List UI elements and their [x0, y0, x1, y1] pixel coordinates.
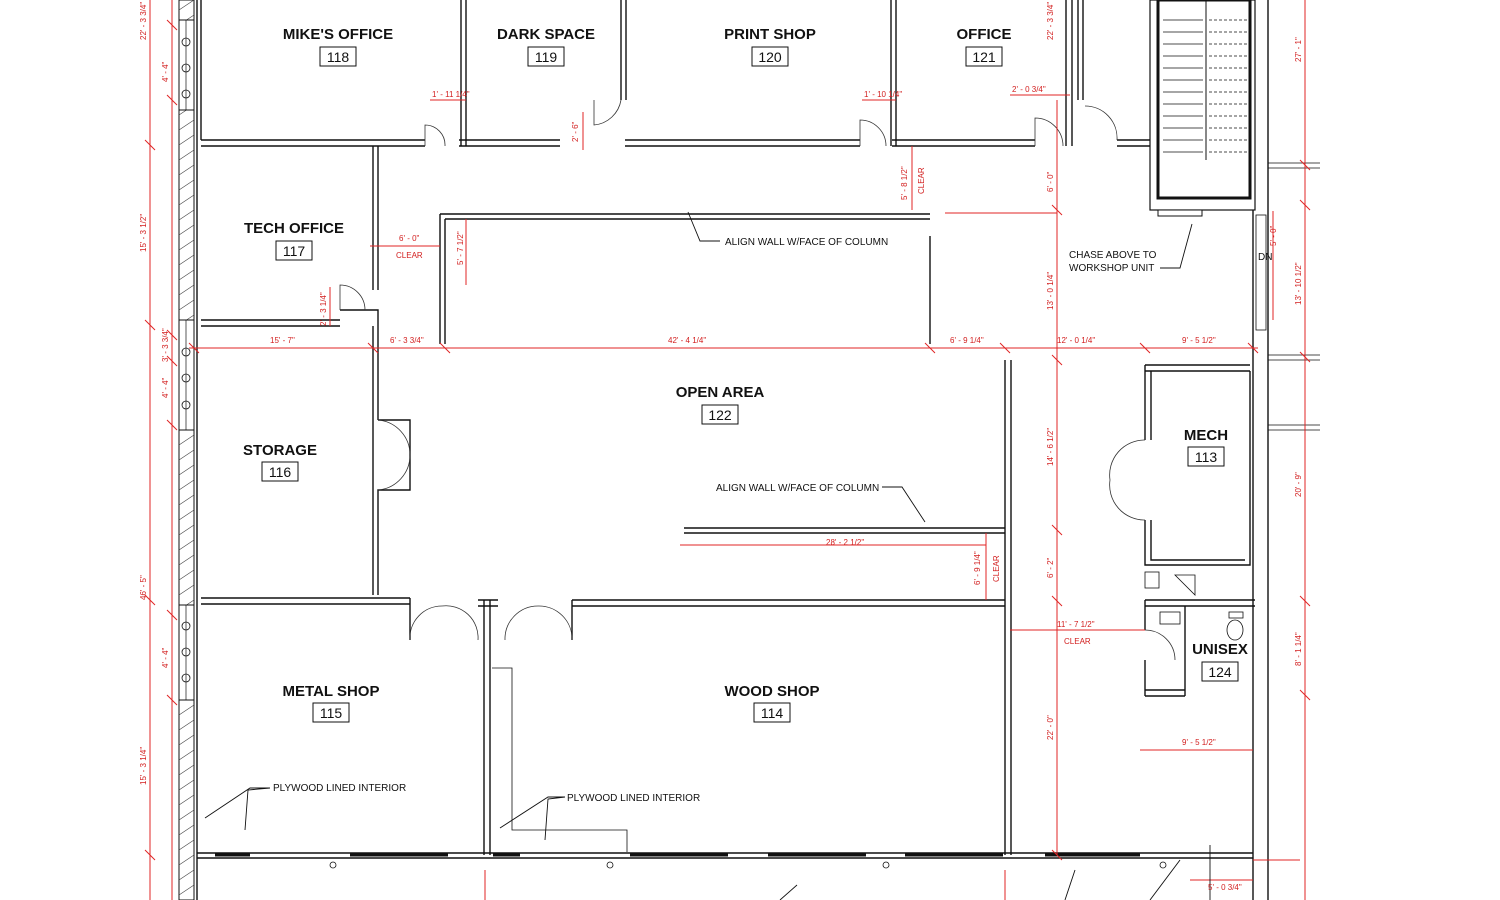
- room-number: 122: [708, 407, 732, 423]
- dim-1-11: 1' - 11 1/4": [432, 90, 470, 99]
- dim-15-7: 15' - 7": [270, 336, 295, 345]
- wood-shop-counter: [492, 667, 628, 852]
- dim-6-9-v: 6' - 9 1/4": [973, 551, 982, 585]
- dim-5-7: 5' - 7 1/2": [456, 231, 465, 265]
- room-label-metal-shop: METAL SHOP 115: [283, 683, 380, 723]
- dim-clear-4: CLEAR: [1064, 637, 1091, 646]
- door-swings: [339, 99, 1176, 661]
- room-number: 117: [283, 243, 306, 259]
- dim-left-15-3-b: 15' - 3 1/4": [139, 747, 148, 785]
- exterior-wall-left: [178, 0, 195, 900]
- dim-13-10: 13' - 10 1/2": [1294, 262, 1303, 305]
- room-name: PRINT SHOP: [724, 26, 816, 43]
- dim-12-0: 12' - 0 1/4": [1057, 336, 1095, 345]
- room-name: MECH: [1184, 427, 1228, 444]
- room-label-unisex: UNISEX 124: [1192, 641, 1248, 682]
- room-number: 118: [327, 49, 350, 65]
- dimension-lines: [144, 0, 1311, 900]
- room-name: OFFICE: [957, 26, 1012, 43]
- dim-8-1: 8' - 1 1/4": [1294, 632, 1303, 666]
- room-number: 113: [1195, 449, 1218, 465]
- room-label-office: OFFICE 121: [957, 26, 1012, 67]
- dim-6-0-vert: 6' - 0": [1046, 171, 1055, 192]
- room-number: 120: [758, 49, 782, 65]
- stair: DN: [1149, 0, 1272, 331]
- note-align-wall-2: ALIGN WALL W/FACE OF COLUMN: [716, 483, 879, 494]
- dim-1-10: 1' - 10 1/4": [864, 90, 902, 99]
- room-number: 115: [320, 705, 343, 721]
- dim-13-0: 13' - 0 1/4": [1046, 272, 1055, 310]
- dim-clear-1: CLEAR: [917, 167, 926, 194]
- room-number: 119: [535, 49, 558, 65]
- dim-6-0-tech: 6' - 0": [399, 234, 420, 243]
- dim-28-2: 28' - 2 1/2": [826, 538, 864, 547]
- dim-5-0-3-4: 5' - 0 3/4": [1208, 883, 1242, 892]
- dim-42-4: 42' - 4 1/4": [668, 336, 706, 345]
- dim-6-3: 6' - 3 3/4": [390, 336, 424, 345]
- room-number: 124: [1208, 664, 1232, 680]
- note-plywood-1: PLYWOOD LINED INTERIOR: [273, 783, 406, 794]
- room-label-storage: STORAGE 116: [243, 442, 317, 482]
- dim-9-5-low: 9' - 5 1/2": [1182, 738, 1216, 747]
- dim-left-4-4-b: 4' - 4": [161, 377, 170, 398]
- chase-box: [1157, 209, 1203, 217]
- room-label-tech-office: TECH OFFICE 117: [244, 220, 344, 261]
- room-label-print-shop: PRINT SHOP 120: [724, 26, 816, 67]
- dim-2-0: 2' - 0 3/4": [1012, 85, 1046, 94]
- room-label-wood-shop: WOOD SHOP 114: [724, 683, 820, 723]
- room-label-dark-space: DARK SPACE 119: [497, 26, 595, 67]
- dim-left-4-4-a: 4' - 4": [161, 61, 170, 82]
- room-label-mikes-office: MIKE'S OFFICE 118: [283, 26, 393, 67]
- dim-5-0: 5' - 0": [1269, 225, 1278, 246]
- stair-dn-label: DN: [1258, 252, 1272, 263]
- room-name: DARK SPACE: [497, 26, 595, 43]
- dim-clear-2: CLEAR: [396, 251, 423, 260]
- room-number: 121: [972, 49, 996, 65]
- room-name: METAL SHOP: [283, 683, 380, 700]
- dim-5-8: 5' - 8 1/2": [900, 166, 909, 200]
- room-name: WOOD SHOP: [724, 683, 819, 700]
- dim-2-6: 2' - 6": [571, 121, 580, 142]
- dim-left-4-4-c: 4' - 4": [161, 647, 170, 668]
- dim-14-6: 14' - 6 1/2": [1046, 428, 1055, 466]
- note-chase-line2: WORKSHOP UNIT: [1069, 263, 1154, 274]
- note-align-wall-1: ALIGN WALL W/FACE OF COLUMN: [725, 237, 888, 248]
- dim-22-0: 22' - 0": [1046, 715, 1055, 740]
- dim-2-3: 2' - 3 1/4": [319, 292, 328, 326]
- leader-lines: [204, 211, 1211, 900]
- dim-left-15-3-a: 15' - 3 1/2": [139, 214, 148, 252]
- room-label-mech: MECH 113: [1184, 427, 1228, 467]
- dim-6-2: 6' - 2": [1046, 557, 1055, 578]
- room-number: 116: [269, 464, 292, 480]
- room-name: OPEN AREA: [676, 384, 765, 401]
- note-plywood-2: PLYWOOD LINED INTERIOR: [567, 793, 700, 804]
- interior-walls: [196, 0, 1320, 900]
- dim-left-3-3: 3' - 3 3/4": [161, 328, 170, 362]
- room-number: 114: [761, 705, 784, 721]
- note-chase-line1: CHASE ABOVE TO: [1069, 250, 1157, 261]
- room-label-open-area: OPEN AREA 122: [676, 384, 765, 425]
- dim-22-3-right: 22' - 3 3/4": [1046, 2, 1055, 40]
- room-name: UNISEX: [1192, 641, 1248, 658]
- dim-clear-3: CLEAR: [992, 555, 1001, 582]
- dim-6-9: 6' - 9 1/4": [950, 336, 984, 345]
- dim-11-7: 11' - 7 1/2": [1057, 620, 1095, 629]
- room-name: TECH OFFICE: [244, 220, 344, 237]
- dim-20-9: 20' - 9": [1294, 472, 1303, 497]
- room-name: STORAGE: [243, 442, 317, 459]
- dim-9-5-top: 9' - 5 1/2": [1182, 336, 1216, 345]
- dim-left-22-3: 22' - 3 3/4": [139, 2, 148, 40]
- dim-left-46-5: 46' - 5": [139, 575, 148, 600]
- room-name: MIKE'S OFFICE: [283, 26, 393, 43]
- dim-27-1: 27' - 1": [1294, 37, 1303, 62]
- restroom-fixtures: [1144, 571, 1244, 641]
